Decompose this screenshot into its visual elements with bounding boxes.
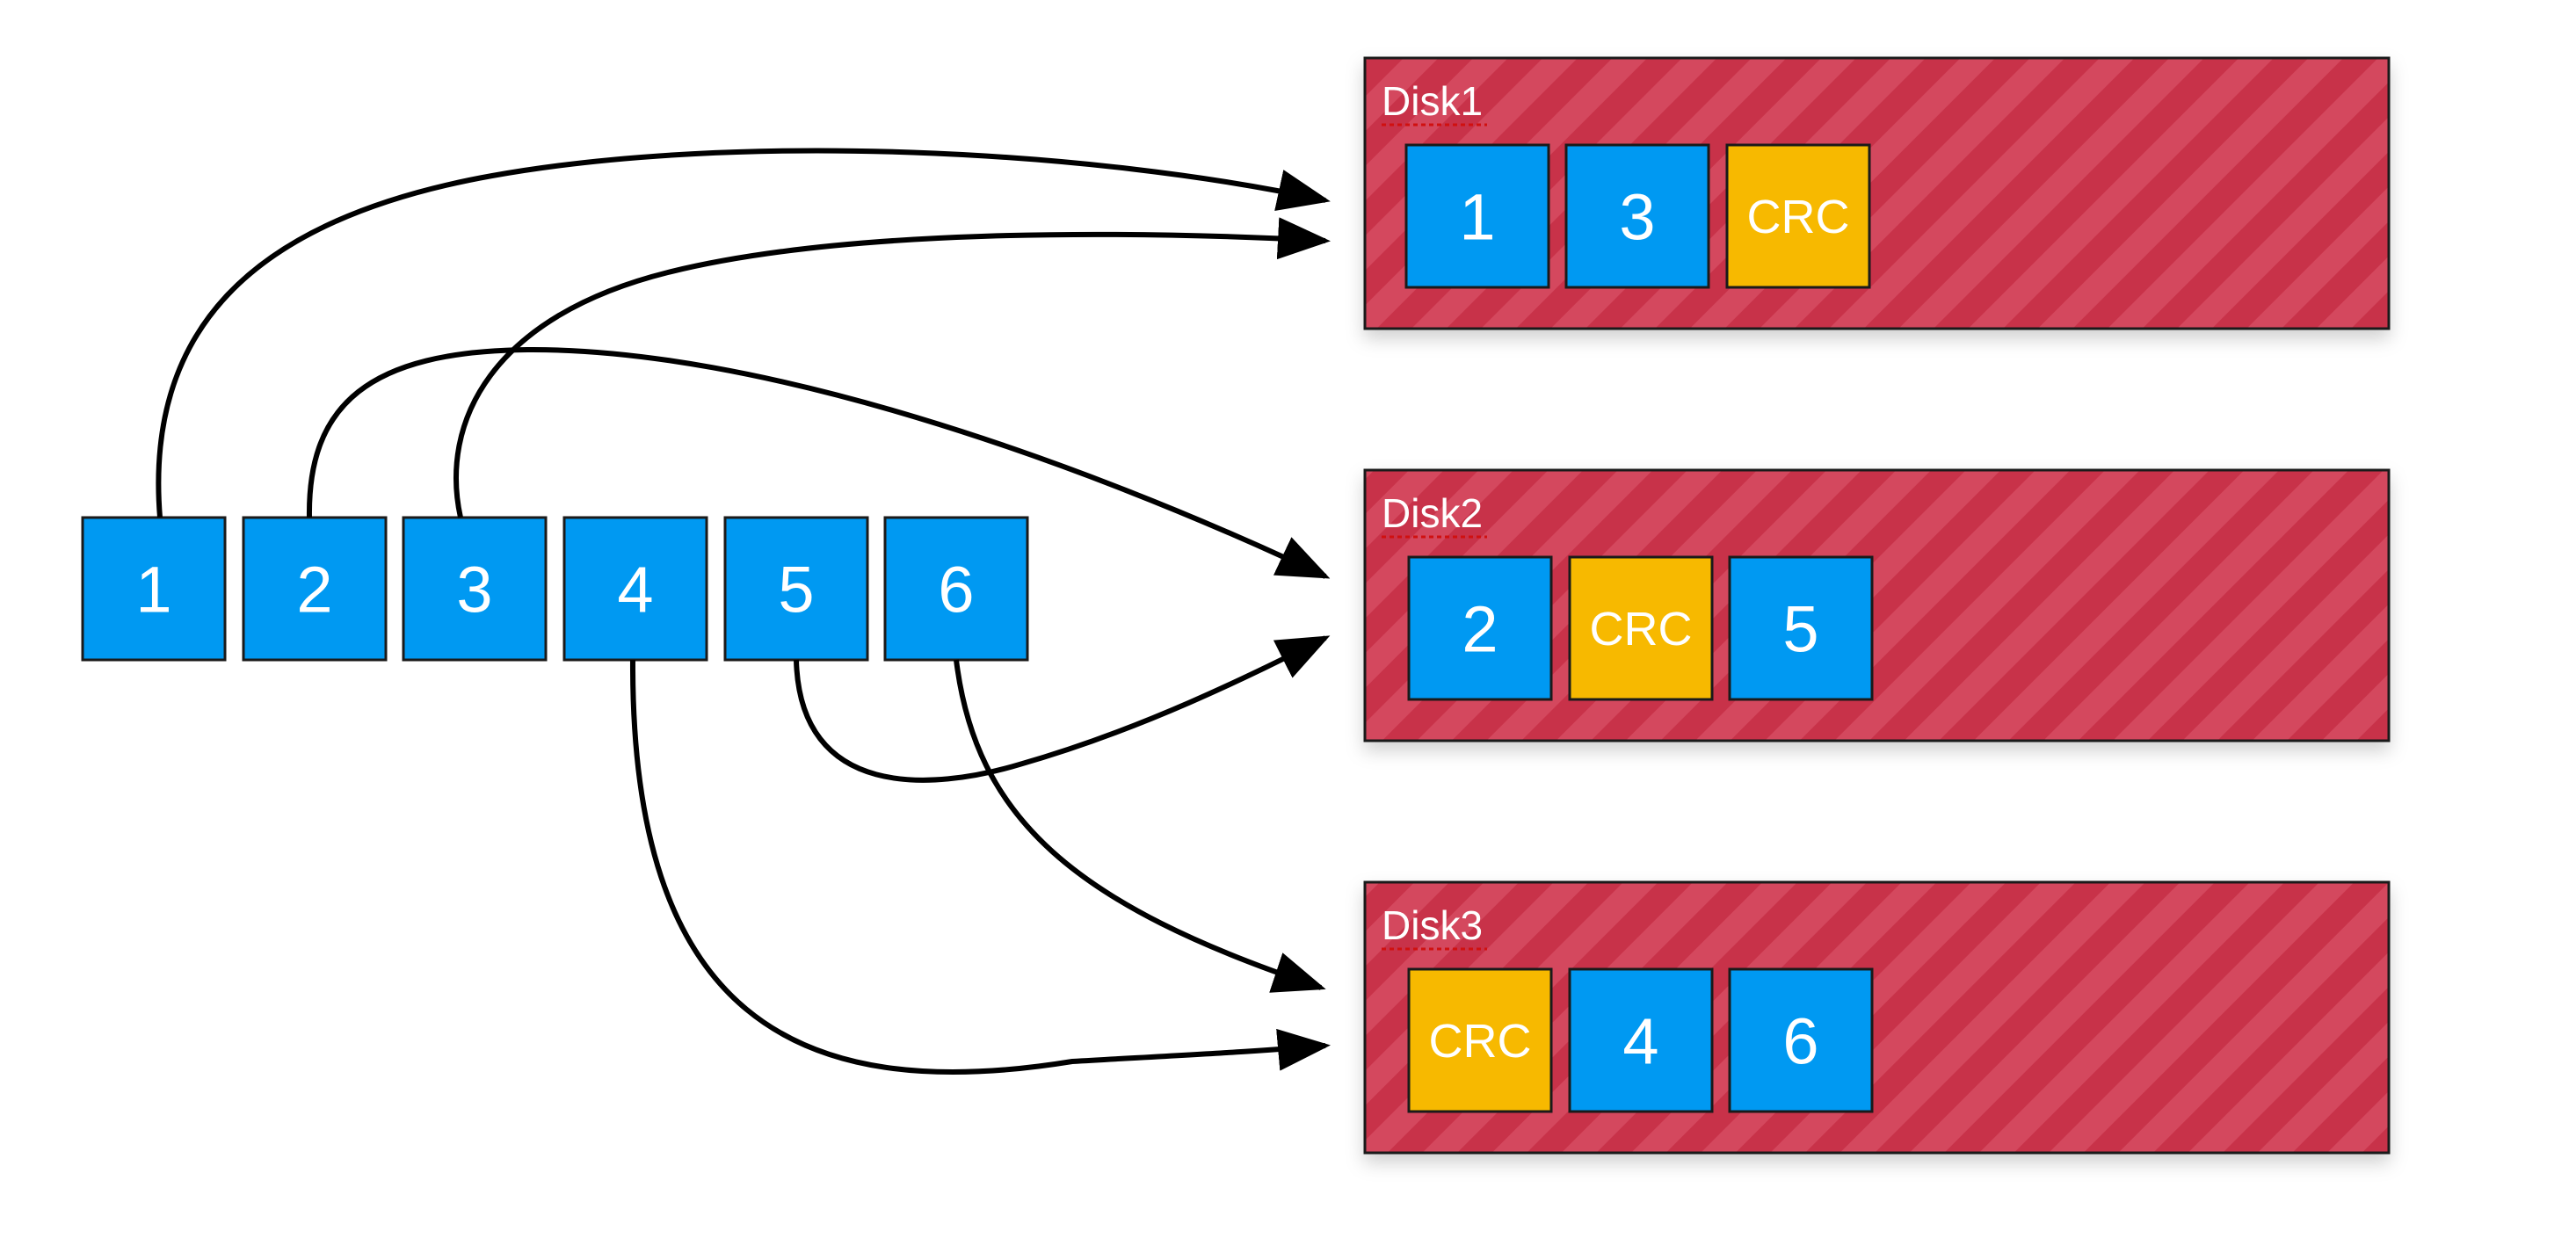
source-block-4: 4: [562, 516, 708, 662]
disk-3-outline: [1363, 880, 2391, 1155]
source-blocks: 1 2 3 4 5 6: [81, 516, 1029, 662]
disk-2: Disk2 2 CRC 5: [1363, 468, 2391, 742]
disk-1-outline: [1363, 56, 2391, 330]
disk-1-crc-label: CRC: [1747, 191, 1850, 243]
source-block-2: 2: [242, 516, 388, 662]
source-block-3: 3: [402, 516, 548, 662]
disk-2-block-3-label: 5: [1782, 593, 1818, 666]
disk-3-name: Disk3: [1382, 902, 1483, 948]
arrow-block-5-to-disk-2: [794, 635, 1331, 783]
disk-1-crc-block: CRC: [1725, 143, 1871, 289]
arrow-block-1-to-disk-1: [156, 148, 1331, 518]
source-block-5-label: 5: [778, 554, 814, 626]
arrow-block-3-to-disk-1: [454, 217, 1331, 518]
source-block-3-label: 3: [456, 554, 492, 626]
disk-2-crc-label: CRC: [1590, 603, 1693, 655]
disk-2-block-1: 2: [1407, 555, 1553, 701]
disk-3-block-2: 4: [1568, 967, 1714, 1113]
source-block-1: 1: [81, 516, 227, 662]
source-block-6: 6: [883, 516, 1029, 662]
disk-2-outline: [1363, 468, 2391, 742]
disk-1-block-1-label: 1: [1459, 181, 1495, 254]
disk-3-block-3-label: 6: [1782, 1005, 1818, 1078]
disk-3: Disk3 CRC 4 6: [1363, 880, 2391, 1155]
disk-1-block-1: 1: [1404, 143, 1550, 289]
connection-arrows: [156, 148, 1331, 1075]
disk-1-block-2: 3: [1564, 143, 1710, 289]
disk-2-block-3: 5: [1728, 555, 1874, 701]
arrow-block-6-to-disk-3: [954, 659, 1326, 993]
disk-1: Disk1 1 3 CRC: [1363, 56, 2391, 330]
source-block-5: 5: [723, 516, 869, 662]
source-block-4-label: 4: [617, 554, 653, 626]
disk-1-block-2-label: 3: [1619, 181, 1655, 254]
disk-3-crc-label: CRC: [1429, 1015, 1532, 1068]
disk-3-block-2-label: 4: [1622, 1005, 1658, 1078]
disk-3-block-3: 6: [1728, 967, 1874, 1113]
disk-2-block-1-label: 2: [1462, 593, 1498, 666]
arrow-block-4-to-disk-3: [629, 659, 1331, 1075]
source-block-1-label: 1: [135, 554, 171, 626]
disk-2-crc-block: CRC: [1568, 555, 1714, 701]
disk-2-name: Disk2: [1382, 490, 1483, 536]
source-block-6-label: 6: [938, 554, 974, 626]
arrow-block-2-to-disk-2: [306, 346, 1331, 579]
source-block-2-label: 2: [296, 554, 332, 626]
disk-1-name: Disk1: [1382, 78, 1483, 124]
disk-3-crc-block: CRC: [1407, 967, 1553, 1113]
